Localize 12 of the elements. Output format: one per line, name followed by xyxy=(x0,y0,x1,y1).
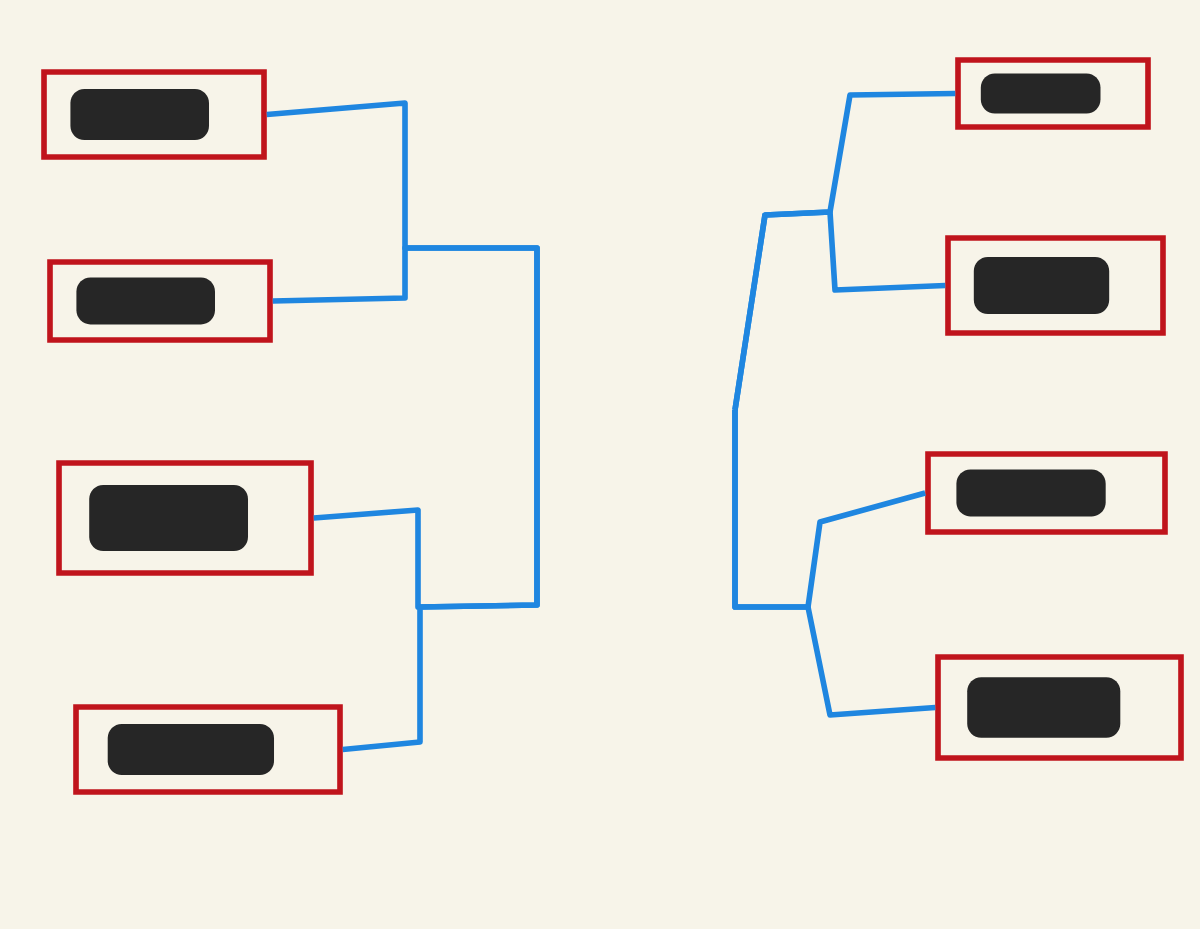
bracket-line xyxy=(342,428,540,753)
name-box xyxy=(73,704,343,795)
name-box xyxy=(41,69,267,160)
name-box xyxy=(935,654,1184,761)
name-box xyxy=(47,259,273,343)
bracket-line xyxy=(732,410,936,718)
name-box xyxy=(56,460,314,576)
bracket-line xyxy=(732,209,946,411)
name-box xyxy=(955,57,1151,130)
name-box xyxy=(945,235,1166,336)
bracket-line xyxy=(272,245,540,428)
name-box xyxy=(925,451,1168,535)
